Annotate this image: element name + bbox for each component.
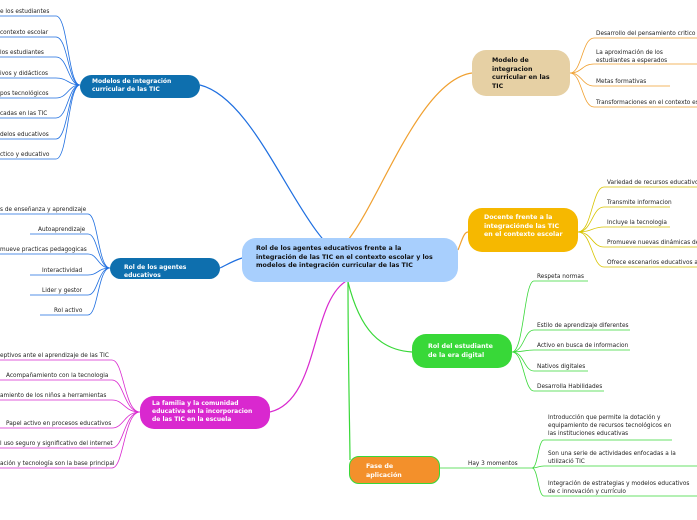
leaf-rol-agentes-5[interactable]: Lider y gestor <box>42 288 83 294</box>
leaf-modelos-7[interactable]: delos educativos <box>0 132 49 138</box>
branch-rol-agentes[interactable]: Rol de los agentes educativos <box>110 258 220 279</box>
leaf-familia-4[interactable]: Papel activo en procesos educativos <box>6 421 112 427</box>
branch-familia-comunidad[interactable]: La familia y la comunidad educativa en l… <box>140 396 270 429</box>
branch-rol-estudiante[interactable]: Rol del estudiante de la era digital <box>412 334 512 368</box>
connector-rol-agentes <box>219 257 243 269</box>
leaf-rol-agentes-4[interactable]: Interactividad <box>42 268 83 274</box>
leaf-rol-agentes-2[interactable]: Autoaprendizaje <box>38 227 86 233</box>
connector-docente <box>457 231 469 251</box>
leaf-fase-3[interactable]: Integración de estrategias y modelos edu… <box>548 481 690 495</box>
branch-fase-aplicacion[interactable]: Fase de aplicación <box>349 456 440 484</box>
leaf-familia-5[interactable]: l uso seguro y significativo del interne… <box>0 441 113 447</box>
leaf-docente-5[interactable]: Ofrece escenarios educativos ac <box>607 260 697 266</box>
leaf-modelos-6[interactable]: cadas en las TIC <box>0 111 48 117</box>
leaf-familia-3[interactable]: amiento de los niños a herramientas <box>0 393 107 399</box>
leaf-modelo-integracion-3[interactable]: Metas formativas <box>596 79 647 85</box>
connector-estudiante <box>347 281 413 353</box>
leaf-rol-agentes-1[interactable]: s de enseñanza y aprendizaje <box>0 207 87 213</box>
leaf-modelos-8[interactable]: ctico y educativo <box>0 152 50 158</box>
leaf-docente-3[interactable]: Incluye la tecnologia <box>607 220 667 226</box>
leaf-modelos-2[interactable]: contexto escolar <box>0 30 49 36</box>
leaf-modelo-integracion-2[interactable]: La aproximación de los estudiantes a esp… <box>596 50 668 64</box>
central-topic[interactable]: Rol de los agentes educativos frente a l… <box>242 238 458 282</box>
leaf-fase-connector: Hay 3 momentos <box>468 461 518 467</box>
leaf-fase-1[interactable]: Introducción que permite la dotación y e… <box>548 415 672 437</box>
leaf-modelo-integracion-4[interactable]: Transformaciones en el contexto es <box>596 100 697 106</box>
leaf-modelos-1[interactable]: e los estudiantes <box>0 9 50 15</box>
leaf-modelo-integracion-1[interactable]: Desarrollo del pensamiento critico <box>596 31 696 37</box>
leaf-estudiante-4[interactable]: Nativos digitales <box>537 364 586 370</box>
leaf-estudiante-2[interactable]: Estilo de aprendizaje diferentes <box>537 323 629 329</box>
branch-modelos-integracion[interactable]: Modelos de integración curricular de las… <box>80 75 200 98</box>
connector-fase <box>347 281 351 461</box>
leaf-estudiante-3[interactable]: Activo en busca de informacion <box>537 343 629 349</box>
leaf-rol-agentes-3[interactable]: mueve practicas pedagogicas <box>0 247 87 253</box>
leaf-estudiante-1[interactable]: Respeta normas <box>537 274 584 280</box>
leaf-modelos-3[interactable]: los estudiantes <box>0 50 44 56</box>
branch-modelo-integracion-curricular[interactable]: Modelo de integracion curricular en las … <box>472 50 570 96</box>
leaf-modelos-4[interactable]: ivos y didácticos <box>0 71 49 77</box>
leaf-fase-2[interactable]: Son una serie de actividades enfocadas a… <box>548 451 676 465</box>
leaf-docente-4[interactable]: Promueve nuevas dinámicas de <box>607 240 697 246</box>
leaf-docente-1[interactable]: Variedad de recursos educativos <box>607 180 697 186</box>
leaf-rol-agentes-6[interactable]: Rol activo <box>54 308 83 314</box>
leaf-docente-2[interactable]: Transmite informacion <box>607 200 672 206</box>
connector-modelo-integracion <box>347 72 473 241</box>
branch-docente[interactable]: Docente frente a la integraciónde las TI… <box>468 208 578 252</box>
leaf-familia-6[interactable]: ación y tecnología son la base principal <box>0 461 115 467</box>
leaf-estudiante-5[interactable]: Desarrolla Habilidades <box>537 384 603 390</box>
connector-familia <box>269 279 349 413</box>
leaf-familia-2[interactable]: Acompañamiento con la tecnologia <box>6 373 109 379</box>
leaf-familia-1[interactable]: eptivos ante el aprendizaje de las TIC <box>0 353 109 359</box>
connector-modelos <box>199 84 349 261</box>
leaf-modelos-5[interactable]: pos tecnológicos <box>0 91 49 97</box>
